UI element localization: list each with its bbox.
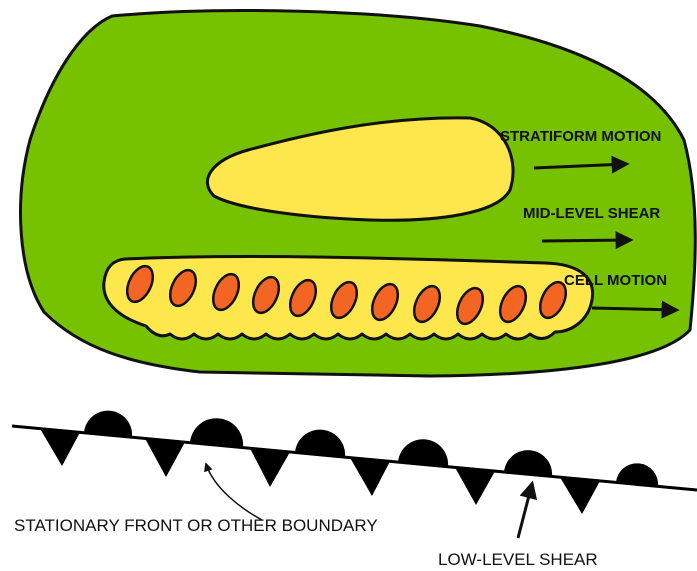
front-triangle — [145, 438, 185, 477]
front-semicircle — [398, 439, 448, 466]
front-line — [12, 426, 697, 490]
stratiform-motion-label: STRATIFORM MOTION — [500, 128, 661, 145]
low-level-shear-arrow — [518, 484, 532, 538]
front-semicircle — [295, 430, 345, 457]
mid-level-shear-label: MID-LEVEL SHEAR — [523, 205, 660, 222]
mid-level-shear-arrow — [542, 240, 630, 241]
stationary-front — [12, 411, 697, 514]
boundary-label: STATIONARY FRONT OR OTHER BOUNDARY — [14, 516, 378, 535]
boundary-pointer-arrow — [206, 464, 262, 520]
cell-motion-label: CELL MOTION — [564, 272, 667, 289]
cell-motion-arrow — [592, 308, 676, 310]
front-triangle — [560, 477, 600, 514]
front-triangle — [40, 429, 80, 466]
front-triangle — [350, 458, 390, 496]
front-semicircle — [190, 418, 243, 447]
front-triangle — [250, 448, 290, 487]
low-level-shear-label: LOW-LEVEL SHEAR — [438, 550, 598, 569]
front-semicircle — [84, 411, 132, 437]
front-semicircle — [616, 463, 658, 486]
front-triangle — [455, 467, 495, 505]
front-semicircle — [504, 450, 552, 476]
